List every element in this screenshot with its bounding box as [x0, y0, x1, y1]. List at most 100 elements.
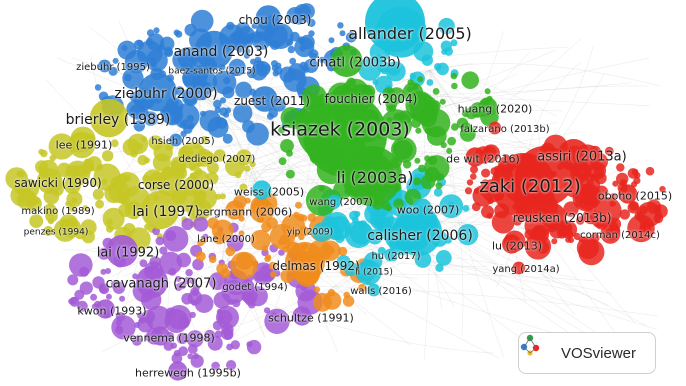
node-label[interactable]: penzes (1994): [23, 227, 89, 238]
red-node: [473, 188, 480, 194]
yellow-node: [100, 178, 108, 185]
citation-link: [219, 284, 658, 317]
green-node: [280, 139, 294, 153]
yellow-node: [106, 225, 114, 233]
blue-node: [252, 60, 266, 73]
node-label[interactable]: baez-santos (2015): [168, 66, 256, 77]
node-label[interactable]: ziebuhr (2000): [114, 86, 218, 102]
node-label[interactable]: corman (2014c): [580, 230, 660, 241]
blue-node: [175, 86, 185, 96]
green-node: [459, 125, 476, 142]
red-node: [659, 186, 666, 193]
node-label[interactable]: lai (1992): [96, 245, 160, 261]
blue-node: [226, 21, 235, 30]
green-node: [439, 98, 446, 105]
cyan-hub-node: [384, 248, 397, 262]
node-label[interactable]: wang (2007): [309, 197, 373, 208]
yellow-node: [148, 135, 163, 150]
node-label[interactable]: anand (2003): [173, 44, 269, 60]
yellow-node: [96, 164, 104, 171]
green-node: [465, 107, 478, 120]
node-label[interactable]: godet (1994): [222, 282, 288, 293]
yellow-node: [189, 172, 196, 179]
blue-node: [301, 14, 310, 23]
node-label[interactable]: falzarano (2013b): [460, 124, 550, 135]
node-label[interactable]: ziebuhr (1995): [76, 62, 150, 73]
cyan-hub-node: [367, 283, 381, 297]
cyan-node: [435, 250, 452, 266]
node-label[interactable]: makino (1989): [21, 206, 95, 217]
node-label[interactable]: sawicki (1990): [14, 176, 102, 190]
cyan-node: [372, 79, 379, 85]
node-label[interactable]: herrewegh (1995b): [135, 366, 241, 380]
node-label[interactable]: brierley (1989): [65, 112, 171, 128]
node-label[interactable]: fouchier (2004): [324, 92, 418, 106]
yellow-node: [193, 141, 201, 150]
orange-hub-node: [299, 226, 309, 236]
node-label[interactable]: hu (2017): [371, 251, 421, 262]
node-label[interactable]: cinatl (2003b): [309, 55, 401, 71]
node-label[interactable]: schultze (1991): [268, 311, 354, 325]
node-label[interactable]: woo (2007): [396, 203, 460, 217]
node-label[interactable]: lane (2000): [197, 234, 255, 245]
node-label[interactable]: huang (2020): [457, 102, 533, 116]
node-label[interactable]: walls (2016): [350, 286, 412, 297]
node-label[interactable]: delmas (1992): [272, 259, 360, 273]
cyan-node: [436, 62, 449, 76]
node-label[interactable]: li (2015): [355, 267, 393, 278]
cyan-node: [358, 57, 382, 81]
green-node: [446, 147, 453, 154]
blue-node: [223, 111, 230, 118]
node-label[interactable]: lee (1991): [55, 138, 113, 152]
node-label[interactable]: corse (2000): [137, 178, 215, 192]
node-label[interactable]: weiss (2005): [233, 185, 305, 199]
node-label[interactable]: dediego (2007): [178, 154, 256, 165]
node-label[interactable]: zaki (2012): [479, 176, 581, 197]
purple-node: [176, 332, 189, 345]
red-node: [471, 202, 481, 212]
node-label[interactable]: lu (2013): [491, 239, 543, 253]
blue-node: [243, 48, 251, 55]
node-label[interactable]: chou (2003): [238, 13, 312, 27]
node-label[interactable]: cavanagh (2007): [105, 276, 217, 292]
yellow-node: [53, 218, 77, 242]
node-label[interactable]: reusken (2013b): [512, 211, 612, 225]
node-label[interactable]: yip (2009): [286, 227, 334, 238]
orange-node: [216, 262, 229, 275]
yellow-node: [200, 135, 210, 145]
cyan-node: [327, 216, 352, 240]
node-label[interactable]: allander (2005): [348, 24, 472, 43]
red-node: [653, 213, 664, 224]
purple-node: [226, 360, 237, 371]
green-node: [440, 142, 447, 149]
cyan-node: [377, 246, 386, 255]
node-label[interactable]: assiri (2013a): [537, 149, 627, 165]
node-label[interactable]: bergmann (2006): [195, 205, 293, 219]
node-label[interactable]: yang (2014a): [492, 264, 560, 275]
blue-hub-node: [194, 30, 233, 70]
node-label[interactable]: vennema (1998): [123, 331, 215, 345]
node-label[interactable]: ksiazek (2003): [270, 118, 410, 141]
purple-node: [139, 259, 148, 268]
yellow-node: [16, 170, 23, 177]
green-node: [391, 137, 417, 163]
red-node: [582, 208, 599, 225]
blue-node: [180, 130, 187, 137]
blue-node: [303, 66, 310, 73]
node-label[interactable]: lai (1997): [132, 204, 200, 220]
purple-node: [173, 349, 181, 357]
blue-node: [112, 57, 119, 64]
node-label[interactable]: kwon (1993): [77, 304, 147, 318]
node-label[interactable]: li (2003a): [336, 168, 414, 187]
purple-node: [74, 289, 85, 300]
node-label[interactable]: calisher (2006): [367, 228, 473, 244]
citation-link: [92, 237, 221, 286]
blue-node: [308, 30, 315, 37]
node-label[interactable]: oboho (2015): [597, 189, 673, 203]
vosviewer-badge[interactable]: VOSviewer: [518, 332, 656, 374]
node-label[interactable]: zuest (2011): [234, 94, 310, 108]
green-node: [424, 127, 433, 135]
node-label[interactable]: de wit (2016): [446, 152, 520, 166]
node-label[interactable]: hsieh (2005): [151, 136, 215, 147]
blue-node: [246, 122, 269, 146]
